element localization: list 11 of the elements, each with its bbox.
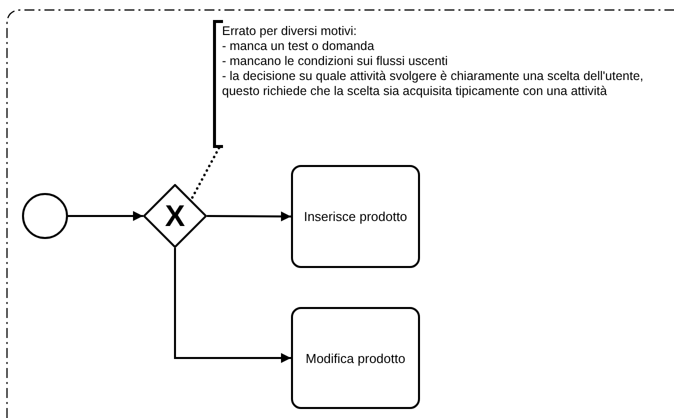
exclusive-gateway — [143, 184, 207, 248]
task-label: Modifica prodotto — [306, 350, 406, 366]
start-event-circle — [22, 193, 68, 239]
sequence-flow-arrow — [174, 248, 291, 363]
association-line — [190, 146, 220, 202]
task-box — [291, 165, 420, 268]
task-box — [291, 307, 420, 409]
task-label: Inserisce prodotto — [304, 209, 408, 224]
annotation-text: Errato per diversi motivi: - manca un test o domanda - mancano le condizioni sui flussi uscenti - la decisione su quale attività svolgere è chiaramente una scelta dell'utente, questo richiede che la scelta sia acquisita tipicamente con una attività — [222, 24, 644, 99]
sequence-flow-arrow — [68, 211, 143, 221]
sequence-flow-arrow — [207, 211, 291, 222]
